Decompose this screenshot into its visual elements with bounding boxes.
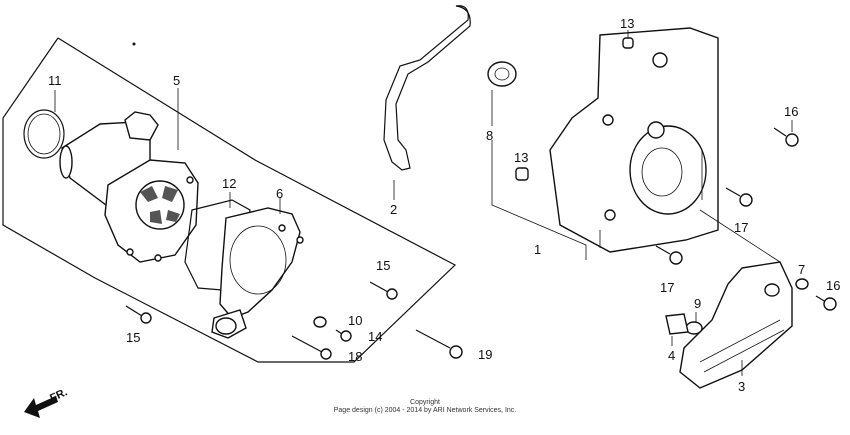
callout-labels: 11 5 12 6 2 15 15 10 14 18 19 8 13 13 1 … — [48, 16, 840, 394]
bolt-14 — [335, 329, 352, 342]
bolt-16a — [773, 120, 799, 147]
callout-1: 1 — [534, 242, 541, 257]
callout-9: 9 — [694, 296, 701, 311]
o-ring — [23, 90, 65, 159]
front-label: FR. — [48, 386, 69, 404]
dowel-pin-13b — [515, 167, 529, 181]
callout-10: 10 — [348, 313, 362, 328]
dowel-pin-13a — [622, 30, 634, 49]
pump-cover — [211, 198, 304, 339]
callout-16b: 16 — [826, 278, 840, 293]
bolt-18 — [291, 335, 332, 360]
callout-5: 5 — [173, 73, 180, 88]
pump-guard — [679, 209, 793, 389]
bolt-17b — [655, 245, 683, 265]
callout-7: 7 — [798, 262, 805, 277]
stray-dot — [132, 42, 136, 46]
callout-18: 18 — [348, 349, 362, 364]
copyright-title: Copyright — [410, 399, 440, 406]
callout-4: 4 — [668, 348, 675, 363]
callout-15a: 15 — [126, 330, 140, 345]
callout-6: 6 — [276, 186, 283, 201]
callout-2: 2 — [390, 202, 397, 217]
washer-10 — [313, 316, 327, 328]
callout-17a: 17 — [734, 220, 748, 235]
callout-13a: 13 — [620, 16, 634, 31]
copyright-footer: Copyright Page design (c) 2004 - 2014 by… — [334, 399, 517, 414]
callout-14: 14 — [368, 329, 382, 344]
cover-gasket — [383, 5, 471, 200]
callout-8: 8 — [486, 128, 493, 143]
pump-group-outline — [2, 37, 457, 363]
bolt-15b — [369, 281, 398, 300]
oil-seal — [487, 61, 517, 126]
bolt-19 — [415, 329, 463, 359]
bolt-15a — [125, 305, 152, 324]
collar-7 — [795, 278, 809, 290]
callout-12: 12 — [222, 176, 236, 191]
clip-4 — [665, 313, 689, 346]
cover-group-bracket — [491, 140, 601, 260]
crankcase-cover — [549, 27, 719, 253]
bolt-17a — [725, 187, 753, 207]
copyright-notice: Page design (c) 2004 - 2014 by ARI Netwo… — [334, 407, 517, 414]
callout-17b: 17 — [660, 280, 674, 295]
callout-16a: 16 — [784, 104, 798, 119]
callout-11: 11 — [48, 73, 62, 88]
callout-15b: 15 — [376, 258, 390, 273]
callout-13b: 13 — [514, 150, 528, 165]
callout-3: 3 — [738, 379, 745, 394]
water-pump-assembly — [59, 88, 199, 263]
bolt-16b — [815, 295, 837, 311]
front-direction-marker: FR. — [24, 386, 69, 418]
callout-19: 19 — [478, 347, 492, 362]
